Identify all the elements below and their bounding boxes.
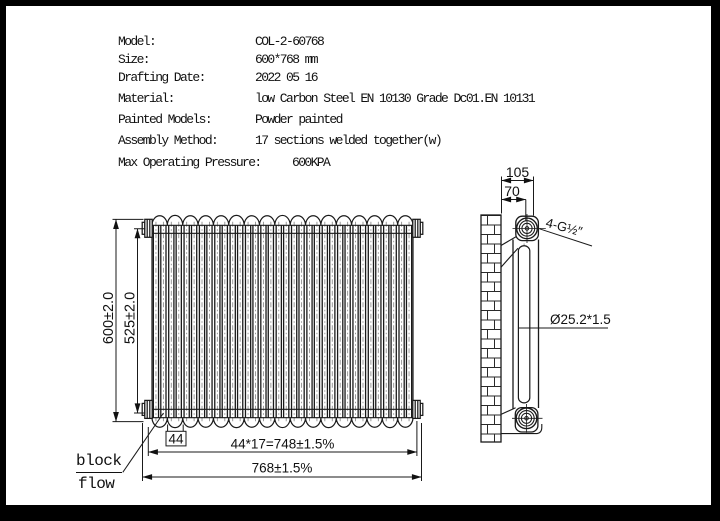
dim-70-label: 70 bbox=[504, 183, 520, 199]
section-bottoms bbox=[151, 417, 414, 429]
end-cap-top-right bbox=[412, 218, 424, 238]
spec-label: Max Operating Pressure: bbox=[118, 155, 262, 170]
spec-value: Powder painted bbox=[255, 112, 343, 127]
border-frame-bottom bbox=[0, 505, 720, 521]
side-tube bbox=[517, 245, 531, 404]
border-frame-top bbox=[0, 0, 720, 6]
spec-row-assembly-method: Assembly Method: 17 sections welded toge… bbox=[118, 133, 443, 148]
spec-label: Assembly Method: bbox=[118, 133, 219, 148]
header-lines bbox=[151, 224, 414, 419]
bottom-fitting bbox=[512, 404, 543, 433]
dim-768-extensions bbox=[142, 423, 422, 481]
spec-row-max-pressure: Max Operating Pressure: 600KPA bbox=[118, 155, 331, 170]
end-cap-bottom-left bbox=[141, 399, 153, 420]
front-view bbox=[141, 214, 424, 429]
spec-value: 600KPA bbox=[292, 155, 331, 170]
block-flow-leader bbox=[122, 412, 164, 473]
spec-row-material: Material: low Carbon Steel EN 10130 Grad… bbox=[118, 91, 536, 106]
callout-line-block: block bbox=[76, 452, 122, 473]
spec-value: COL-2-60768 bbox=[255, 34, 325, 49]
wall-brackets bbox=[500, 236, 543, 435]
border-frame-left bbox=[0, 0, 6, 521]
spec-value: 17 sections welded together(w) bbox=[255, 133, 443, 148]
dim-748-label: 44*17=748±1.5% bbox=[231, 437, 335, 452]
dim-thread-label: 4-G½″ bbox=[544, 215, 584, 239]
callout-line-flow: flow bbox=[78, 475, 115, 493]
dim-tube-label: Ø25.2*1.5 bbox=[550, 312, 611, 327]
thread-leader bbox=[539, 228, 593, 247]
dim-525-label: 525±2.0 bbox=[123, 292, 139, 344]
spec-label: Drafting Date: bbox=[118, 70, 206, 85]
dim-105-label: 105 bbox=[506, 164, 530, 180]
dim-44-extensions bbox=[167, 424, 184, 432]
side-profile bbox=[512, 239, 540, 409]
spec-label: Model: bbox=[118, 34, 157, 49]
spec-label: Size: bbox=[118, 52, 151, 67]
front-dimensions bbox=[112, 218, 422, 481]
spec-value: 600*768 mm bbox=[255, 52, 319, 67]
side-view bbox=[480, 214, 546, 443]
top-fitting bbox=[512, 214, 546, 243]
dim-44-box bbox=[165, 430, 187, 447]
tube-centerlines bbox=[155, 221, 410, 422]
section-tops bbox=[151, 214, 414, 226]
dim-600-label: 600±2.0 bbox=[101, 292, 117, 344]
spec-label: Material: bbox=[118, 91, 175, 106]
spec-value: low Carbon Steel EN 10130 Grade Dc01.EN … bbox=[255, 91, 536, 106]
border-frame-right bbox=[711, 0, 720, 521]
spec-row-drafting-date: Drafting Date: 2022 05 16 bbox=[118, 70, 319, 85]
spec-row-painted-models: Painted Models: Powder painted bbox=[118, 112, 343, 127]
spec-row-model: Model: COL-2-60768 bbox=[118, 34, 325, 49]
block-flow-callout: block flow bbox=[76, 452, 122, 493]
side-dimensions bbox=[501, 176, 608, 329]
spec-label: Painted Models: bbox=[118, 112, 213, 127]
end-cap-bottom-right bbox=[412, 399, 424, 420]
section-tubes bbox=[152, 225, 413, 418]
brick-wall bbox=[480, 214, 502, 443]
spec-value: 2022 05 16 bbox=[255, 70, 319, 85]
dim-768-label: 768±1.5% bbox=[252, 461, 313, 476]
dim-44-label: 44 bbox=[168, 431, 184, 446]
spec-row-size: Size: 600*768 mm bbox=[118, 52, 319, 67]
